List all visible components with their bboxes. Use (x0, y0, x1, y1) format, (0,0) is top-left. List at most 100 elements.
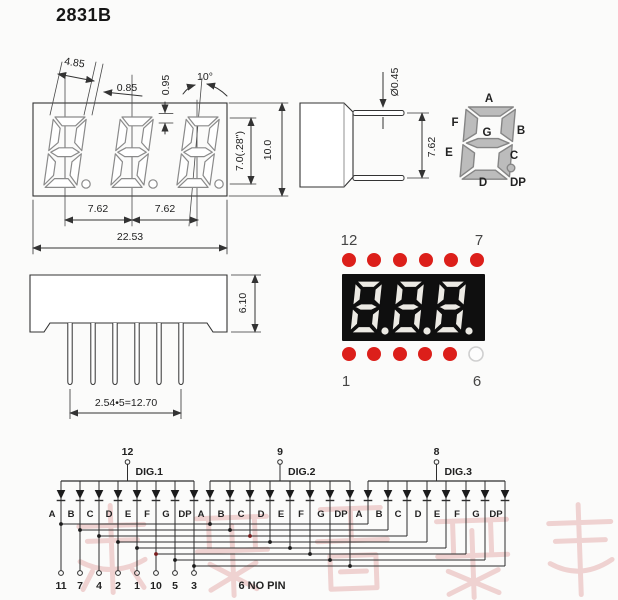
pin (112, 323, 118, 386)
segment-a (121, 117, 152, 126)
segment-e (460, 145, 475, 177)
decimal-point-outline (148, 179, 158, 189)
segment-letter: C (395, 509, 402, 520)
segment-f (395, 283, 404, 306)
digit-group-label: DIG.1 (136, 466, 164, 478)
seven-segment-digit (350, 281, 383, 333)
led-diode (305, 490, 315, 499)
led-diode (325, 490, 335, 499)
no-pin-dot (468, 346, 484, 362)
segment-a (54, 117, 85, 126)
pin-dot (342, 253, 356, 267)
segment-b (207, 119, 220, 150)
segment-letter: D (415, 509, 422, 520)
seven-segment-digit (392, 281, 425, 333)
junction-dot (308, 552, 312, 556)
segment-e (177, 154, 190, 185)
pins (67, 323, 184, 386)
segment-pin-terminal (77, 570, 83, 576)
junction-dot (328, 558, 332, 562)
segment-b (415, 283, 424, 306)
pin-dot (367, 253, 381, 267)
segment-pin-terminal (115, 570, 121, 576)
decimal-point-outline (81, 179, 91, 189)
part-number-title: 2831B (56, 5, 112, 25)
segment-c (413, 308, 422, 331)
segment-pin-terminal (134, 570, 140, 576)
segment-g (396, 304, 420, 311)
segment-e (111, 154, 124, 185)
segment-pin-number: 7 (77, 580, 83, 592)
segment-c (371, 308, 380, 331)
seven-segment-digit (177, 117, 220, 187)
led-diode (56, 490, 66, 499)
junction-dot (192, 564, 196, 568)
segment-label-dp: DP (510, 177, 526, 189)
led-diode (441, 490, 451, 499)
segment-d (462, 170, 508, 179)
junction-dot (59, 522, 63, 526)
segment-e (44, 154, 57, 185)
segment-f (116, 119, 129, 150)
segment-a (440, 281, 466, 288)
segment-letter: F (454, 509, 460, 520)
seven-segment-digit (460, 107, 516, 179)
pin7-label: 7 (475, 232, 483, 249)
pin-dot (393, 253, 407, 267)
led-diode (205, 490, 215, 499)
dim-seg-gap: 0.85 (117, 82, 138, 94)
segment-letter: E (434, 509, 440, 520)
front-digit-glyphs (44, 117, 224, 189)
segment-pin-number: 5 (172, 580, 178, 592)
led-diode (94, 490, 104, 499)
segment-pin-terminal (191, 570, 197, 576)
dim-pin-row: 2.54•5=12.70 (95, 397, 158, 409)
segment-b (500, 109, 515, 141)
segment-d (435, 327, 461, 334)
pin-dots-top-row (342, 253, 484, 267)
junction-dot (208, 522, 212, 526)
segment-letter: F (144, 509, 150, 520)
segment-label-b: B (517, 125, 525, 137)
segment-letter: C (238, 509, 245, 520)
side-view-with-pins: 6.10 2.54•5=12.70 (29, 274, 261, 419)
led-diode (461, 490, 471, 499)
segment-f (437, 283, 446, 306)
segment-letter: E (278, 509, 284, 520)
junction-dot (97, 534, 101, 538)
segment-c (136, 154, 149, 185)
segment-pin-terminal (96, 570, 102, 576)
dim-pin-pitch: 7.62 (426, 137, 438, 158)
pin-dot (367, 347, 381, 361)
side-dimension-lines (379, 72, 429, 179)
led-diode (151, 490, 161, 499)
pin (156, 323, 162, 386)
segment-label-a: A (485, 93, 493, 105)
side-body (299, 102, 354, 188)
side-pin-top (352, 110, 405, 116)
pin-dot (444, 253, 458, 267)
segment-g (117, 148, 147, 157)
segment-pin-number: 1 (134, 580, 140, 592)
segment-g (354, 304, 378, 311)
segment-letter: C (87, 509, 94, 520)
led-diode (75, 490, 85, 499)
segment-a (356, 281, 382, 288)
led-digits (350, 281, 473, 335)
segment-letter: DP (489, 509, 503, 520)
segment-pin-number: 2 (115, 580, 121, 592)
segment-b (457, 283, 466, 306)
pin-dot (393, 347, 407, 361)
pin-dot (418, 347, 432, 361)
segment-label-c: C (510, 150, 518, 162)
dim-pin-diameter: Ø0.45 (389, 68, 401, 97)
common-pin-number: 8 (434, 446, 440, 458)
pin-terminal (124, 459, 131, 465)
segment-letter: B (218, 509, 225, 520)
side-pin-bottom (352, 175, 405, 181)
segment-c (455, 308, 464, 331)
segment-letter: A (356, 509, 363, 520)
segment-g (466, 139, 509, 148)
